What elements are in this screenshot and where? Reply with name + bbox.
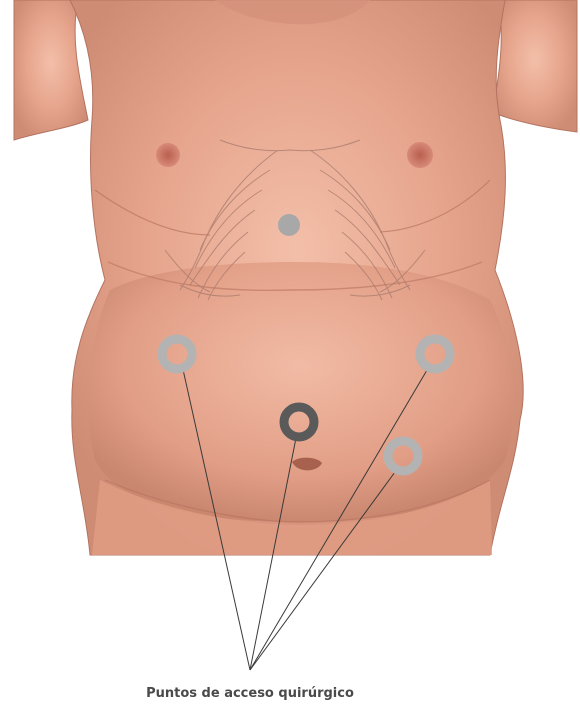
left-arm xyxy=(492,0,577,132)
left-nipple xyxy=(407,142,433,168)
right-arm xyxy=(14,0,88,140)
torso xyxy=(14,0,577,555)
belly xyxy=(88,262,513,522)
figure-caption: Puntos de acceso quirúrgico xyxy=(0,686,500,701)
access-point-xiphoid xyxy=(278,214,300,236)
right-nipple xyxy=(156,143,180,167)
